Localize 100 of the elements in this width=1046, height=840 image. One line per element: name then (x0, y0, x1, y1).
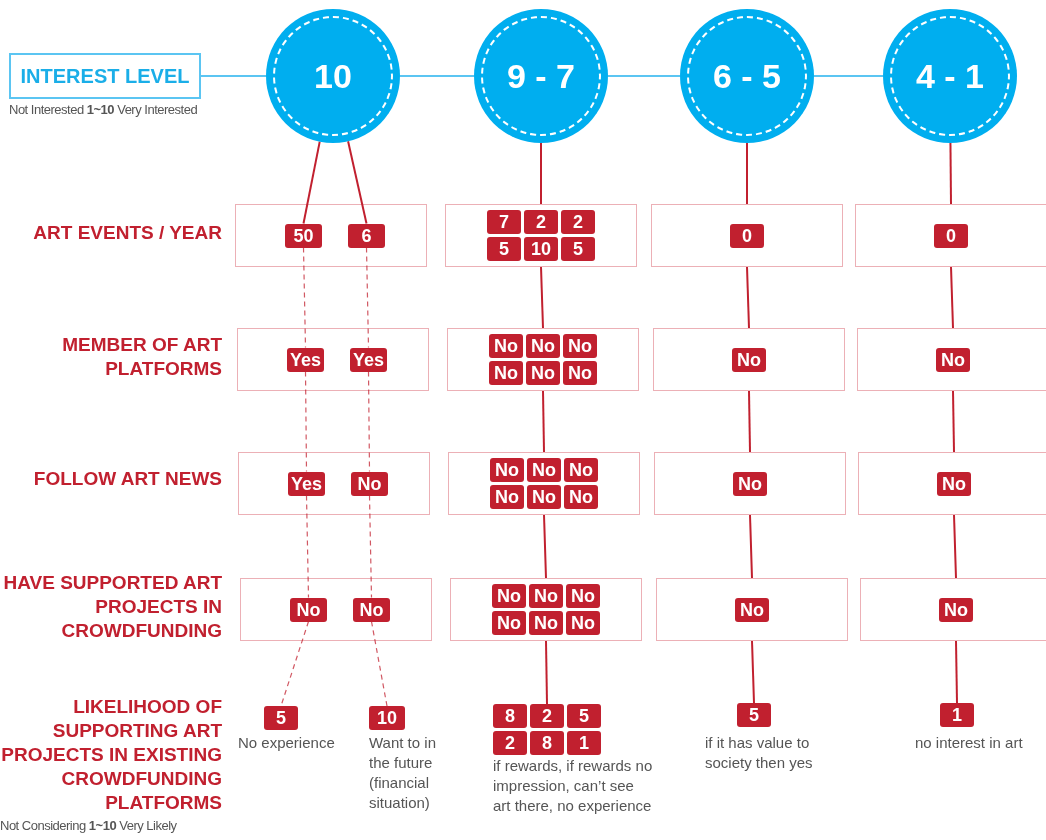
answer-badge: No (564, 458, 598, 482)
answer-badge: 5 (264, 706, 298, 730)
row-heading: LIKELIHOOD OF SUPPORTING ART PROJECTS IN EXISTING CROWDFUNDING PLATFORMS (0, 695, 222, 815)
answer-badge: 50 (285, 223, 322, 248)
answer-badge: 2 (561, 210, 595, 234)
answer-panel (654, 452, 846, 515)
connector-line (955, 640, 958, 704)
row-heading: MEMBER OF ART PLATFORMS (61, 333, 222, 381)
answer-badge: No (526, 334, 560, 358)
answer-badge: No (936, 347, 970, 372)
answer-badge: Yes (287, 347, 324, 372)
answer-panel (237, 328, 429, 391)
answer-panel (240, 578, 432, 641)
answer-panel (238, 452, 430, 515)
note-text: if rewards, if rewards no impression, can’t see art there, no experience (493, 756, 653, 816)
answer-panel (653, 328, 845, 391)
answer-panel (656, 578, 848, 641)
connector-line (748, 390, 751, 453)
answer-badge: 7 (487, 210, 521, 234)
answer-badge: 5 (487, 237, 521, 261)
answer-badge: 10 (524, 237, 558, 261)
answer-badge: 1 (567, 731, 601, 755)
connector-line (347, 140, 368, 225)
answer-badge: 0 (934, 223, 968, 248)
connector-line (370, 620, 388, 707)
connector-line (543, 514, 547, 579)
row-heading: FOLLOW ART NEWS (32, 467, 222, 491)
answer-badge: No (492, 611, 526, 635)
row-heading: HAVE SUPPORTED ART PROJECTS IN CROWDFUNDING (2, 571, 222, 643)
answer-badge: No (527, 458, 561, 482)
connector-line (200, 75, 267, 77)
answer-badge: 0 (730, 223, 764, 248)
level-circle: 4 - 1 (883, 9, 1017, 143)
note-text: No experience (238, 733, 336, 753)
note-text: no interest in art (915, 733, 1024, 753)
connector-line (305, 494, 310, 599)
answer-badge: No (492, 584, 526, 608)
connector-line (540, 142, 542, 205)
level-circle: 10 (266, 9, 400, 143)
connector-line (949, 142, 952, 205)
connector-line (399, 75, 475, 77)
answer-badge: Yes (350, 347, 387, 372)
answer-badge: No (489, 361, 523, 385)
note-text: Want to in the future (financial situation) (369, 733, 437, 813)
answer-panel (445, 204, 637, 267)
answer-badge: No (527, 485, 561, 509)
answer-panel (651, 204, 843, 267)
scale-note: Not Considering 1~10 Very Likely (0, 818, 178, 833)
answer-badge: 5 (561, 237, 595, 261)
answer-badge: 2 (524, 210, 558, 234)
answer-badge: No (351, 471, 388, 496)
answer-badge: No (566, 611, 600, 635)
connector-line (365, 246, 370, 349)
answer-badge: 2 (493, 731, 527, 755)
answer-badge: No (732, 347, 766, 372)
answer-badge: No (529, 611, 563, 635)
level-circle: 6 - 5 (680, 9, 814, 143)
connector-line (540, 266, 544, 329)
answer-badge: No (353, 597, 390, 622)
connector-line (751, 640, 755, 704)
answer-badge: No (566, 584, 600, 608)
answer-badge: No (489, 334, 523, 358)
connector-line (542, 390, 545, 453)
row-heading: ART EVENTS / YEAR (32, 221, 222, 245)
answer-badge: No (563, 334, 597, 358)
answer-badge: No (735, 597, 769, 622)
answer-badge: Yes (288, 471, 325, 496)
connector-line (952, 390, 955, 453)
answer-badge: No (529, 584, 563, 608)
answer-panel (235, 204, 427, 267)
scale-note: Not Interested 1~10 Very Interested (9, 102, 198, 117)
heading-box: INTEREST LEVEL (9, 53, 201, 99)
answer-badge: No (733, 471, 767, 496)
answer-badge: No (290, 597, 327, 622)
connector-line (368, 494, 373, 599)
answer-badge: 6 (348, 223, 385, 248)
answer-badge: No (526, 361, 560, 385)
connector-line (302, 140, 321, 225)
answer-badge: 2 (530, 704, 564, 728)
connector-line (950, 266, 954, 329)
answer-badge: 8 (530, 731, 564, 755)
connector-line (953, 514, 957, 579)
connector-line (813, 75, 884, 77)
answer-badge: 5 (737, 703, 771, 727)
connector-line (746, 142, 748, 205)
connector-line (367, 370, 371, 473)
answer-badge: No (490, 458, 524, 482)
answer-badge: 10 (369, 706, 405, 730)
answer-badge: 8 (493, 704, 527, 728)
answer-panel (448, 452, 640, 515)
answer-badge: No (939, 597, 973, 622)
connector-line (746, 266, 750, 329)
level-circle: 9 - 7 (474, 9, 608, 143)
answer-badge: No (564, 485, 598, 509)
connector-line (545, 640, 548, 705)
connector-line (749, 514, 753, 579)
answer-badge: No (937, 471, 971, 496)
answer-badge: No (563, 361, 597, 385)
connector-line (607, 75, 681, 77)
connector-line (302, 246, 307, 349)
